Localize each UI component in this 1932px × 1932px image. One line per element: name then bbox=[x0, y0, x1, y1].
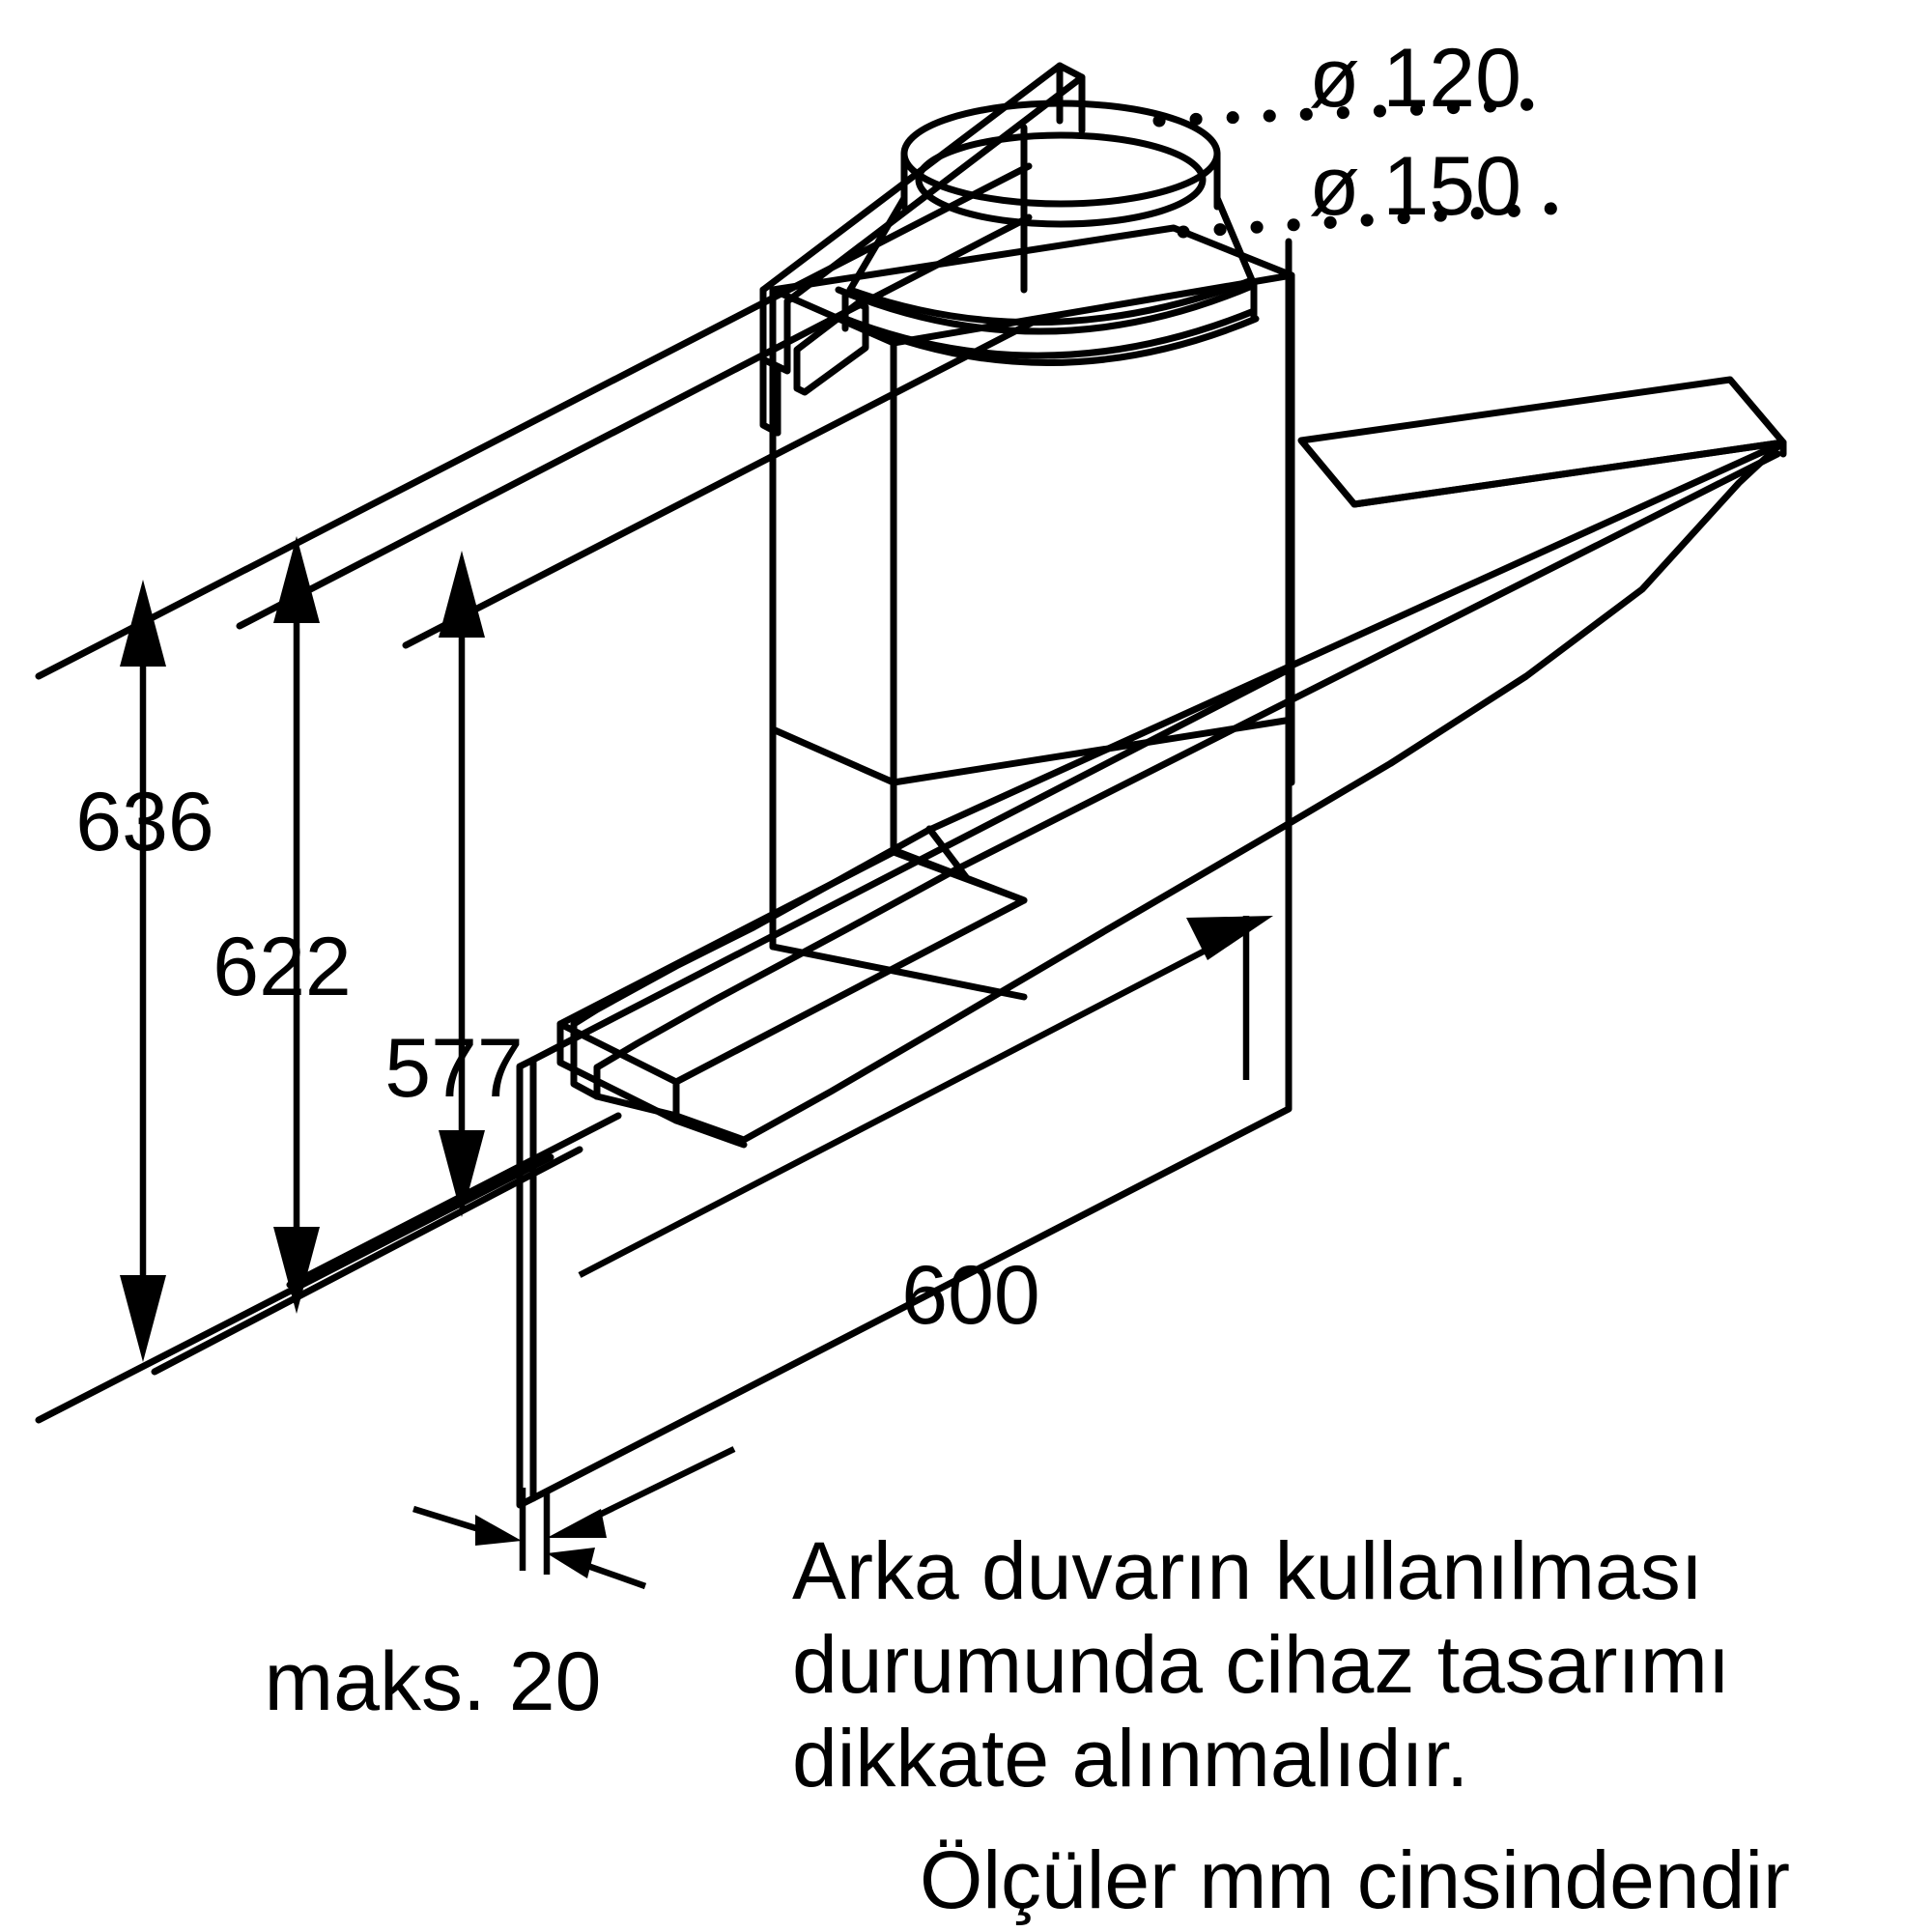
dim20-arrow-right-upper bbox=[547, 1509, 607, 1538]
back-panel-face bbox=[529, 666, 1293, 1502]
duct-flange-mid-arc bbox=[835, 282, 1256, 335]
hood-nose-taper bbox=[1387, 440, 1785, 767]
wall-note-line-2: durumunda cihaz tasarımı bbox=[792, 1619, 1730, 1710]
wall-third-edge-line bbox=[402, 318, 1037, 649]
dim636-arrow-down bbox=[120, 1275, 166, 1362]
chimney-left-face bbox=[769, 286, 897, 786]
wall-second-edge-line bbox=[236, 213, 1033, 630]
callout-leaders bbox=[1152, 97, 1572, 239]
callout-label-duct120: ø 120 bbox=[1309, 32, 1521, 125]
dim622-arrow-up bbox=[273, 536, 320, 623]
dimension-label-622: 622 bbox=[213, 921, 352, 1013]
dim636-arrow-up bbox=[120, 580, 166, 667]
units-note: Ölçüler mm cinsindendir bbox=[920, 1834, 1790, 1925]
wall-577-base-line bbox=[286, 1112, 622, 1289]
hood-plate-mid-edge bbox=[593, 450, 1781, 1071]
wall-note-line-3: dikkate alınmalıdır. bbox=[792, 1713, 1468, 1804]
duct-taper-left bbox=[846, 194, 908, 294]
hood-fold-line bbox=[925, 825, 970, 881]
callout-label-duct150: ø 150 bbox=[1309, 140, 1521, 233]
dim20-arrow-right-lower bbox=[547, 1548, 595, 1578]
ledge-top-face bbox=[556, 848, 1028, 1086]
back-panel-thickness-edge bbox=[516, 1056, 537, 1509]
bracket-slot-hole bbox=[793, 299, 869, 396]
wall-top-edge-line bbox=[35, 162, 1033, 680]
hood-plate-top-edge bbox=[570, 440, 1785, 1028]
dim577-arrow-up bbox=[439, 551, 485, 638]
wall-reference-lines bbox=[35, 162, 1037, 1424]
dim622-arrow-down bbox=[273, 1227, 320, 1314]
dim600-arrow-right bbox=[1186, 916, 1273, 960]
dimension-maks-20: maks. 20 bbox=[265, 1446, 736, 1728]
dim600-line bbox=[578, 926, 1248, 1278]
dimension-label-maks20: maks. 20 bbox=[265, 1635, 602, 1728]
bracket-plate-left bbox=[759, 355, 781, 437]
dimension-636: 636 bbox=[75, 580, 214, 1362]
hood-plate-bottom-edge bbox=[593, 759, 1395, 1144]
dimension-label-577: 577 bbox=[384, 1022, 524, 1115]
dim20-leader-right-lower bbox=[578, 1559, 647, 1590]
dimension-600: 600 bbox=[578, 916, 1273, 1342]
angled-hood-panel bbox=[570, 376, 1787, 1144]
ledge-front-face bbox=[556, 1020, 680, 1124]
duct-top-inner-ring bbox=[915, 131, 1207, 228]
wall-note-line-1: Arka duvarın kullanılması bbox=[792, 1525, 1703, 1616]
dim20-leader-right-upper bbox=[578, 1446, 736, 1527]
duct-shoulder-curve bbox=[846, 276, 1256, 327]
dimension-label-636: 636 bbox=[75, 776, 214, 868]
duct-adapter bbox=[835, 99, 1260, 366]
duct-taper-right bbox=[1213, 194, 1256, 284]
chimney-neck-bottom-left bbox=[769, 943, 1028, 1001]
leader-dots-120 bbox=[1152, 97, 1562, 128]
dimension-577: 577 bbox=[384, 551, 524, 1217]
hood-lower-ledge bbox=[556, 848, 1028, 1149]
duct-flange-bottom-arc bbox=[846, 315, 1260, 366]
chimney-box bbox=[769, 224, 1295, 1001]
chimney-right-face bbox=[890, 271, 1295, 786]
dim577-arrow-down bbox=[439, 1130, 485, 1217]
wall-mounting-bracket bbox=[759, 62, 1086, 437]
wall-mid-lower-line bbox=[151, 1146, 583, 1376]
dimension-label-600: 600 bbox=[901, 1249, 1040, 1342]
ledge-bottom-edge bbox=[672, 1117, 748, 1149]
dim20-arrow-left bbox=[475, 1515, 522, 1546]
bracket-rail-top-face bbox=[759, 62, 1086, 305]
dimension-622: 622 bbox=[213, 536, 352, 1314]
